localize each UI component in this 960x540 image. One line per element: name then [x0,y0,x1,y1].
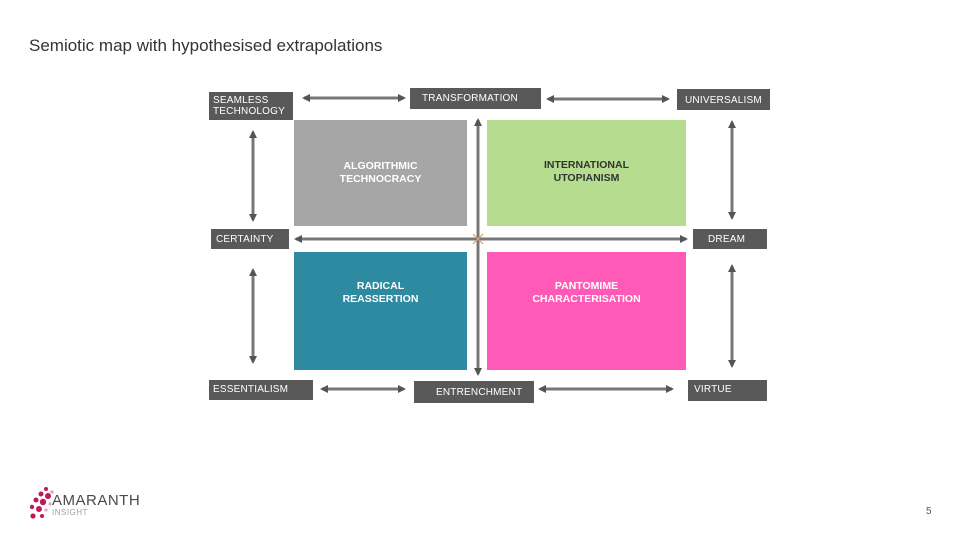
quadrant-label: ALGORITHMIC TECHNOCRACY [339,160,422,185]
label-certainty: CERTAINTY [211,229,289,249]
label-virtue: VIRTUE [688,380,767,401]
label-essentialism: ESSENTIALISM [209,380,313,400]
quadrant-label: INTERNATIONAL UTOPIANISM [544,159,629,184]
quadrant-international-utopianism: INTERNATIONAL UTOPIANISM [487,120,686,226]
quadrant-pantomime-characterisation: PANTOMIME CHARACTERISATION [487,252,686,370]
label-entrenchment: ENTRENCHMENT [414,381,534,403]
quadrant-label: PANTOMIME CHARACTERISATION [532,280,641,305]
quadrant-algorithmic-technocracy: ALGORITHMIC TECHNOCRACY [294,120,467,226]
quadrant-label: RADICAL REASSERTION [342,280,419,305]
amaranth-logo-icon [29,487,54,519]
label-seamless-technology: SEAMLESS TECHNOLOGY [209,92,293,120]
label-transformation: TRANSFORMATION [410,88,541,109]
logo-subtext: INSIGHT [52,508,88,517]
center-cross-mark [472,233,484,245]
label-dream: DREAM [693,229,767,249]
quadrant-radical-reassertion: RADICAL REASSERTION [294,252,467,370]
label-universalism: UNIVERSALISM [677,89,770,110]
page-number: 5 [926,506,932,517]
logo-wordmark: AMARANTH [52,492,141,509]
page-title: Semiotic map with hypothesised extrapola… [29,36,383,55]
